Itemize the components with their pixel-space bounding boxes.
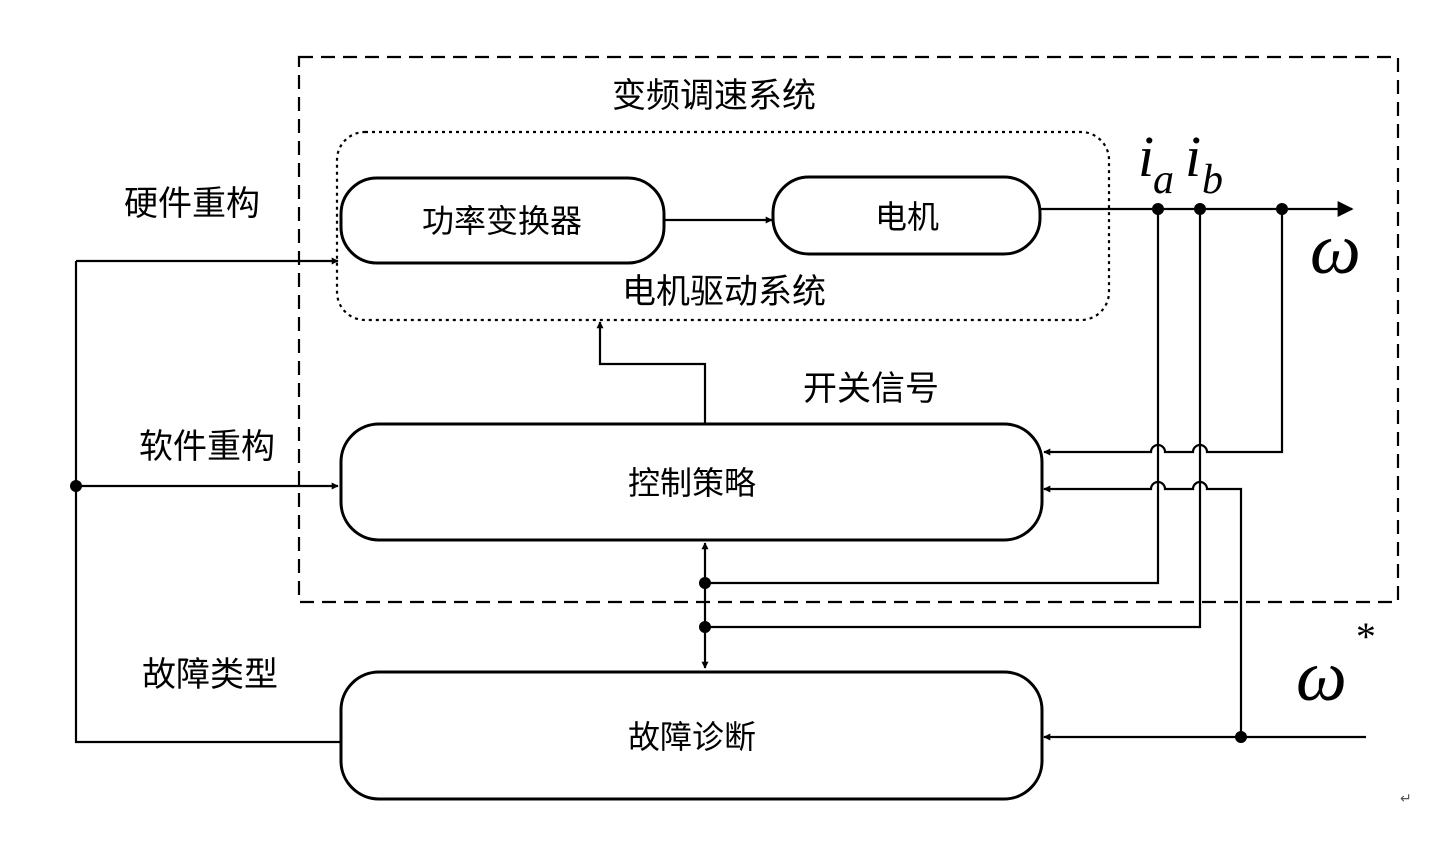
switch-signal-label: 开关信号	[803, 369, 939, 409]
speed-feedback-line	[1043, 209, 1284, 456]
software-reconfig-label: 软件重构	[139, 427, 275, 467]
vf-system-boundary	[297, 55, 1400, 604]
fault-type-bus	[74, 261, 341, 744]
ib-symbol: i	[1185, 124, 1201, 189]
ib-subscript: b	[1202, 157, 1223, 203]
vf-system-label: 变频调速系统	[612, 76, 816, 116]
speed-reference-node	[1235, 731, 1247, 743]
omega-ref-star: *	[1354, 614, 1374, 659]
ia-symbol: i	[1138, 124, 1154, 189]
fault-diagnosis-block: 故障诊断	[339, 670, 1044, 801]
omega-symbol: ω	[1310, 209, 1361, 289]
ia-subscript: a	[1153, 157, 1174, 203]
power-converter-block: 功率变换器	[339, 176, 666, 265]
power-converter-label: 功率变换器	[422, 202, 582, 240]
ib-feedback-line	[705, 209, 1202, 629]
drive-system-label: 电机驱动系统	[622, 272, 826, 312]
motor-block: 电机	[771, 175, 1042, 256]
switch-signal-arrow	[596, 321, 707, 424]
hardware-reconfig-label: 硬件重构	[124, 184, 260, 224]
drive-system-boundary	[335, 130, 1111, 322]
omega-ref-symbol: ω	[1296, 636, 1347, 716]
fault-type-label: 故障类型	[142, 655, 278, 695]
paragraph-mark: ↵	[1400, 791, 1412, 807]
control-strategy-label: 控制策略	[628, 464, 756, 502]
motor-label: 电机	[875, 198, 939, 236]
fault-diagnosis-label: 故障诊断	[628, 718, 756, 756]
control-strategy-block: 控制策略	[339, 422, 1044, 542]
ia-feedback-line	[705, 209, 1160, 585]
speed-reference-line	[1043, 480, 1243, 737]
fault-bus-node	[70, 480, 82, 492]
